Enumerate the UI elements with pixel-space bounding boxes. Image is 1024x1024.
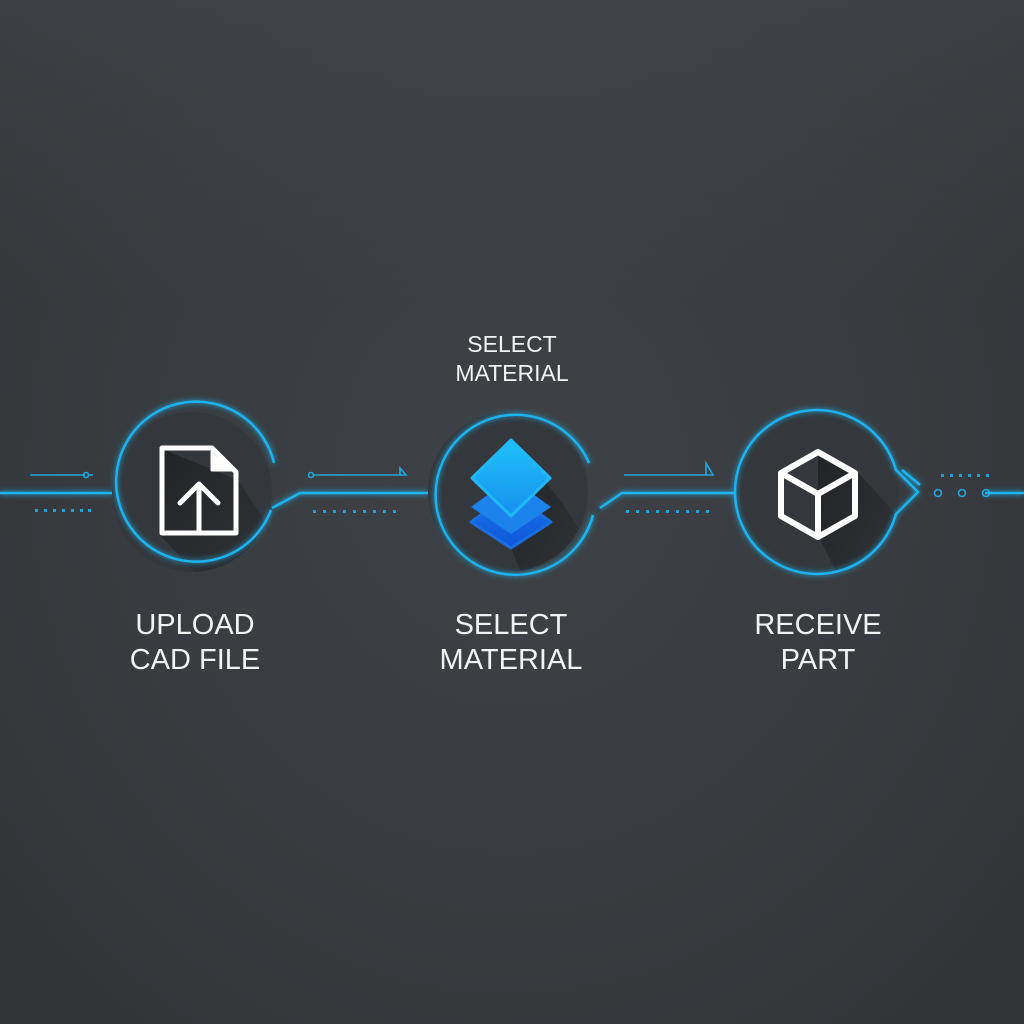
layers-icon — [469, 438, 553, 550]
step-label-material: SELECT MATERIAL — [439, 609, 583, 676]
dotted-lines — [35, 474, 989, 513]
cube-icon — [778, 449, 858, 540]
step-label-receive: RECEIVE PART — [754, 609, 882, 676]
decorative-lines — [30, 460, 991, 498]
step-circle-upload — [112, 400, 276, 572]
step-circle-material — [428, 412, 595, 577]
background-highlight — [0, 0, 1024, 300]
file-upload-icon — [159, 445, 239, 536]
connector-lines — [0, 469, 1024, 510]
step-label-upload: UPLOAD CAD FILE — [129, 609, 261, 676]
step-circle-receive — [733, 408, 920, 576]
top-step-label: SELECT MATERIAL — [455, 331, 569, 386]
